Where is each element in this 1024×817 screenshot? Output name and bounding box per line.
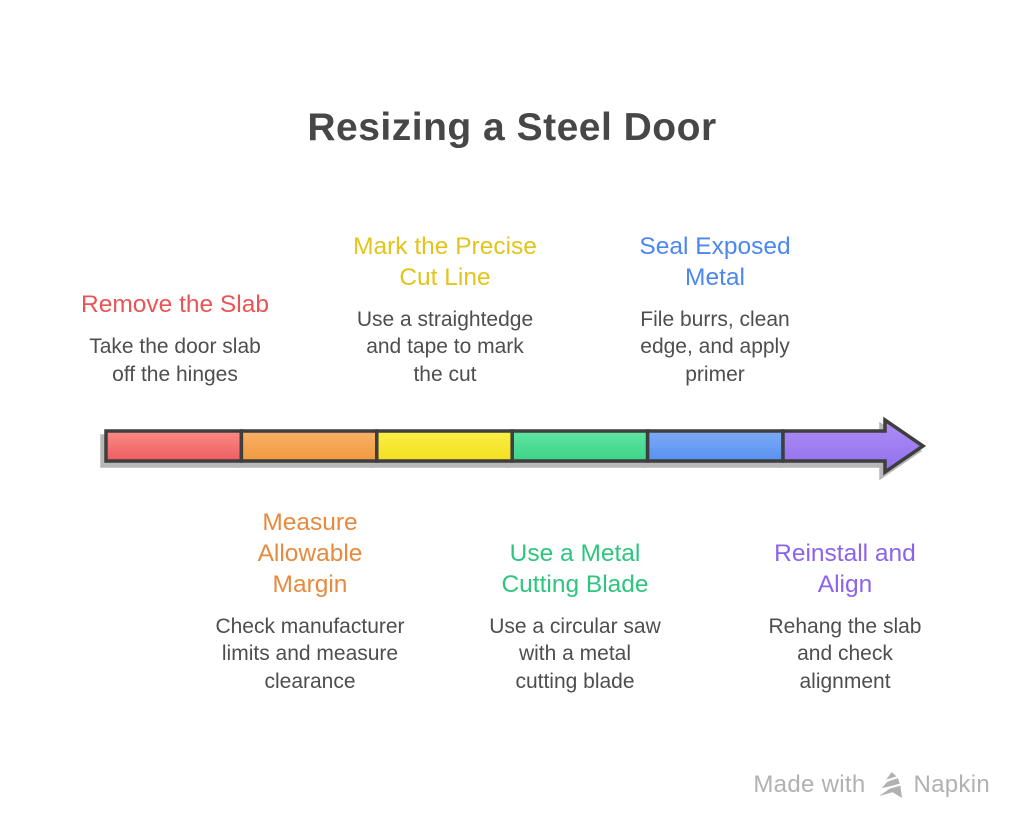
process-arrow: [104, 416, 927, 476]
arrow-segment-seal-exposed-metal: [645, 429, 785, 463]
step-measure-allowable-margin: Measure Allowable Margin Check manufactu…: [180, 507, 440, 696]
made-with-label: Made with: [753, 771, 866, 798]
arrow-segment-measure-allowable-margin: [239, 429, 379, 463]
made-with-napkin-watermark: Made with Napkin: [753, 770, 990, 800]
napkin-brand-label: Napkin: [913, 771, 990, 798]
step-mark-the-precise-cut-line: Mark the Precise Cut Line Use a straight…: [315, 231, 575, 389]
step-title: Measure Allowable Margin: [257, 508, 363, 598]
step-reinstall-and-align: Reinstall and Align Rehang the slab and …: [715, 538, 975, 696]
step-title: Use a Metal Cutting Blade: [501, 539, 649, 598]
arrow-segment-use-a-metal-cutting-blade: [510, 429, 650, 463]
step-title: Reinstall and Align: [774, 539, 916, 598]
step-description: File burrs, clean edge, and apply primer: [640, 307, 790, 386]
step-description: Use a straightedge and tape to mark the …: [356, 307, 534, 386]
page-title: Resizing a Steel Door: [307, 106, 717, 149]
step-title: Mark the Precise Cut Line: [353, 232, 537, 291]
step-description: Take the door slab off the hinges: [89, 335, 261, 386]
step-seal-exposed-metal: Seal Exposed Metal File burrs, clean edg…: [585, 231, 845, 389]
step-description: Check manufacturer limits and measure cl…: [215, 614, 405, 693]
step-remove-the-slab: Remove the Slab Take the door slab off t…: [45, 289, 305, 388]
step-title: Remove the Slab: [81, 291, 269, 318]
step-title: Seal Exposed Metal: [639, 232, 791, 291]
step-use-a-metal-cutting-blade: Use a Metal Cutting Blade Use a circular…: [445, 538, 705, 696]
napkin-logo-icon: [879, 772, 903, 798]
step-description: Rehang the slab and check alignment: [768, 614, 922, 693]
step-description: Use a circular saw with a metal cutting …: [489, 614, 661, 693]
arrow-segment-reinstall-and-align-with-head: [781, 416, 927, 476]
arrow-segment-mark-the-precise-cut-line: [375, 429, 514, 463]
arrow-segment-remove-the-slab: [104, 429, 244, 463]
